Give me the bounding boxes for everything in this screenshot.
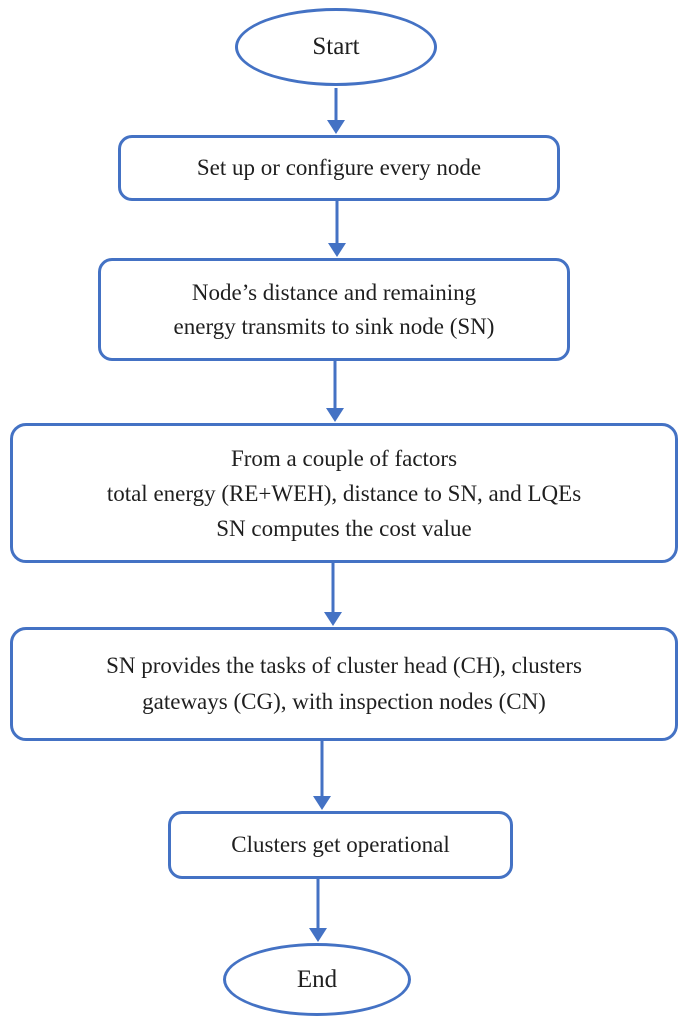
flow-arrow-transmit-to-compute [326,361,344,422]
flow-arrow-setup-to-transmit [328,201,346,257]
arrow-head-icon [309,928,327,942]
node-compute-label: From a couple of factors total energy (R… [106,445,582,541]
flow-arrow-assign-to-operational [313,741,331,810]
flowchart-node-setup: Set up or configure every node [118,135,560,201]
flowchart-node-assign: SN provides the tasks of cluster head (C… [10,627,678,741]
flowchart-node-transmit: Node’s distance and remaining energy tra… [98,258,570,361]
arrow-head-icon [324,612,342,626]
arrow-head-icon [327,120,345,134]
node-operational-label: Clusters get operational [231,832,450,857]
node-end-label: End [296,965,338,993]
flowchart-node-end: End [223,943,411,1016]
flowchart-node-operational: Clusters get operational [168,811,513,879]
node-setup-label: Set up or configure every node [196,155,482,180]
arrow-head-icon [328,243,346,257]
arrow-stem [316,879,320,929]
arrow-head-icon [313,796,331,810]
flowchart-node-start: Start [235,8,437,86]
flow-arrow-start-to-setup [327,88,345,134]
arrow-stem [333,361,337,409]
arrow-stem [331,563,335,613]
arrow-stem [335,201,339,244]
flow-arrow-compute-to-assign [324,563,342,626]
node-transmit-label: Node’s distance and remaining energy tra… [173,279,495,339]
arrow-head-icon [326,408,344,422]
flowchart-node-compute: From a couple of factors total energy (R… [10,423,678,563]
node-start-label: Start [312,33,360,60]
flow-arrow-operational-to-end [309,879,327,942]
arrow-stem [320,741,324,797]
arrow-stem [334,88,338,121]
node-assign-label: SN provides the tasks of cluster head (C… [106,653,582,714]
